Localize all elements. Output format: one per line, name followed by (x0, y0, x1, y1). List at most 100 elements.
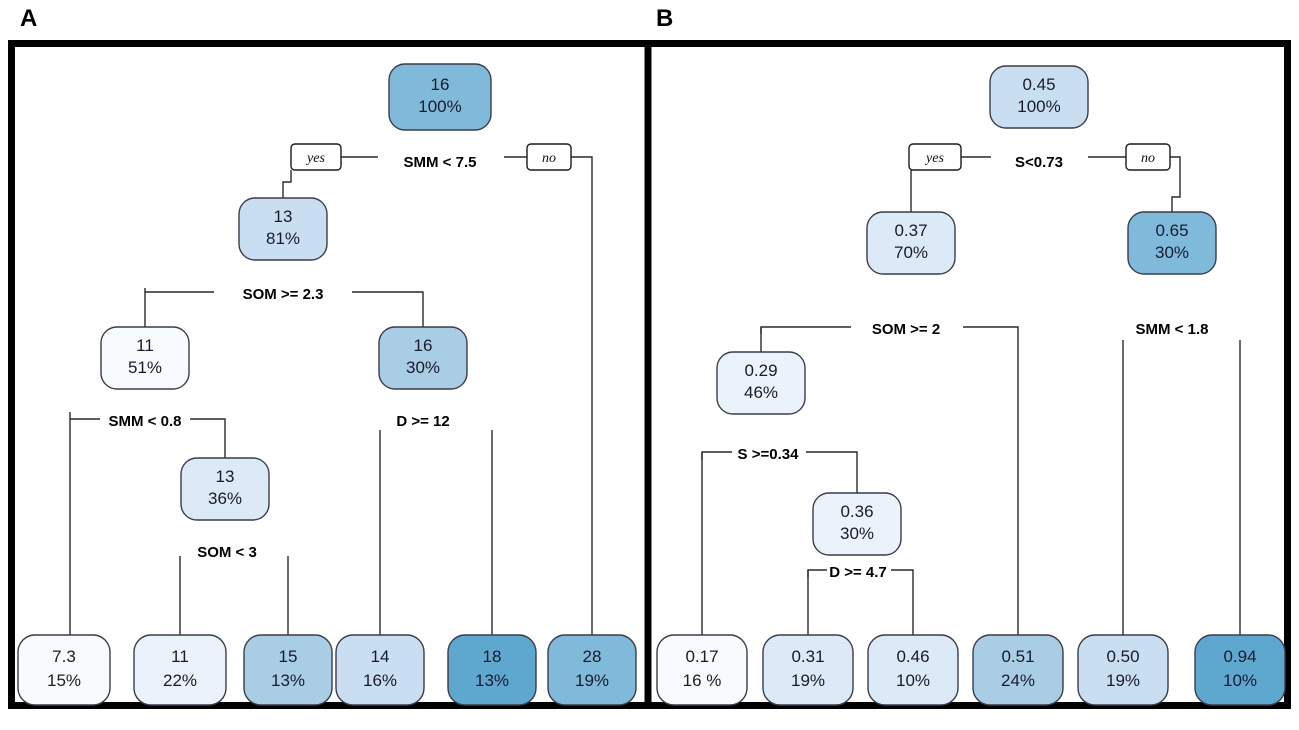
split-label-mask (993, 150, 1085, 170)
node-pct: 16 % (683, 671, 722, 690)
node-pct: 30% (406, 358, 440, 377)
node-shape[interactable] (1127, 211, 1217, 275)
node-pct: 30% (840, 524, 874, 543)
yn-text: no (542, 151, 556, 166)
node-a-root[interactable]: 16 100% (388, 63, 492, 131)
node-shape[interactable] (1077, 634, 1169, 706)
node-shape[interactable] (243, 634, 333, 706)
node-pct: 15% (47, 671, 81, 690)
node-a-n3[interactable]: 11 51% (100, 326, 190, 390)
leaf-a-4[interactable]: 14 16% (335, 634, 425, 706)
node-pct: 70% (894, 243, 928, 262)
yn-box (290, 143, 342, 171)
branch-label-b-yes: yes (908, 143, 962, 171)
node-shape[interactable] (812, 492, 902, 556)
node-pct: 13% (271, 671, 305, 690)
node-pct: 30% (1155, 243, 1189, 262)
leaf-b-4[interactable]: 0.51 24% (972, 634, 1064, 706)
node-pct: 19% (1106, 671, 1140, 690)
node-shape[interactable] (180, 457, 270, 521)
node-shape[interactable] (238, 197, 328, 261)
node-value: 13 (274, 207, 293, 226)
split-label-s073: S<0.73 (1015, 154, 1063, 171)
panel-b-edges (701, 156, 1241, 635)
node-value: 0.46 (896, 647, 929, 666)
node-shape[interactable] (100, 326, 190, 390)
node-value: 7.3 (52, 647, 76, 666)
node-pct: 100% (1017, 97, 1060, 116)
node-pct: 16% (363, 671, 397, 690)
node-shape[interactable] (17, 634, 111, 706)
leaf-a-3[interactable]: 15 13% (243, 634, 333, 706)
split-label-mask (1117, 318, 1227, 338)
node-shape[interactable] (866, 211, 956, 275)
node-value: 0.51 (1001, 647, 1034, 666)
leaf-a-6[interactable]: 28 19% (547, 634, 637, 706)
leaf-a-2[interactable]: 11 22% (133, 634, 227, 706)
node-value: 28 (583, 647, 602, 666)
node-pct: 81% (266, 229, 300, 248)
split-label-som3: SOM < 3 (197, 544, 257, 561)
node-shape[interactable] (388, 63, 492, 131)
node-a-n2[interactable]: 13 81% (238, 197, 328, 261)
leaf-b-6[interactable]: 0.94 10% (1194, 634, 1286, 706)
panel-b: 0.45 100% 0.37 70% 0.65 30% 0.29 46% 0.3… (656, 65, 1286, 706)
edge-no-l6 (571, 156, 593, 635)
split-label-smm18: SMM < 1.8 (1136, 321, 1209, 338)
yn-box (1125, 143, 1171, 171)
node-shape[interactable] (378, 326, 468, 390)
node-value: 11 (136, 336, 154, 355)
node-value: 0.50 (1106, 647, 1139, 666)
node-b-m4[interactable]: 0.29 46% (716, 351, 806, 415)
node-b-m2[interactable]: 0.37 70% (866, 211, 956, 275)
leaf-b-2[interactable]: 0.31 19% (762, 634, 854, 706)
node-value: 11 (171, 647, 189, 666)
leaf-b-1[interactable]: 0.17 16 % (656, 634, 748, 706)
node-b-m3[interactable]: 0.65 30% (1127, 211, 1217, 275)
node-value: 16 (431, 75, 450, 94)
leaf-b-3[interactable]: 0.46 10% (867, 634, 959, 706)
split-label-smm75: SMM < 7.5 (404, 154, 477, 171)
split-label-som2: SOM >= 2 (872, 321, 940, 338)
edge-m2-right-bar (963, 326, 1019, 635)
node-value: 0.45 (1022, 75, 1055, 94)
split-label-mask (851, 318, 963, 338)
node-b-root[interactable]: 0.45 100% (989, 65, 1089, 129)
node-shape[interactable] (133, 634, 227, 706)
node-a-n5[interactable]: 13 36% (180, 457, 270, 521)
node-shape[interactable] (867, 634, 959, 706)
node-pct: 24% (1001, 671, 1035, 690)
leaf-b-5[interactable]: 0.50 19% (1077, 634, 1169, 706)
node-pct: 22% (163, 671, 197, 690)
node-a-n4[interactable]: 16 30% (378, 326, 468, 390)
node-value: 15 (279, 647, 298, 666)
node-shape[interactable] (716, 351, 806, 415)
node-shape[interactable] (335, 634, 425, 706)
split-label-smm08: SMM < 0.8 (109, 413, 182, 430)
node-b-m5[interactable]: 0.36 30% (812, 492, 902, 556)
leaf-a-5[interactable]: 18 13% (447, 634, 537, 706)
node-value: 13 (216, 467, 235, 486)
node-shape[interactable] (989, 65, 1089, 129)
edge-m4-right-bar (806, 451, 858, 493)
panel-a: 16 100% 13 81% 11 51% 16 30% 13 36% 7.3 (17, 63, 637, 706)
node-value: 0.37 (894, 221, 927, 240)
split-label-s034: S >=0.34 (738, 446, 800, 463)
node-pct: 51% (128, 358, 162, 377)
panel-letter-b: B (656, 5, 673, 32)
split-label-mask (214, 283, 352, 303)
split-label-d12: D >= 12 (396, 413, 449, 430)
node-shape[interactable] (547, 634, 637, 706)
node-shape[interactable] (1194, 634, 1286, 706)
node-value: 0.17 (685, 647, 718, 666)
node-shape[interactable] (762, 634, 854, 706)
panel-letter-a: A (20, 5, 37, 32)
panel-a-split-labels: SMM < 7.5 SOM >= 2.3 SMM < 0.8 D >= 12 S… (100, 150, 504, 561)
leaf-a-1[interactable]: 7.3 15% (17, 634, 111, 706)
node-pct: 19% (575, 671, 609, 690)
node-shape[interactable] (972, 634, 1064, 706)
node-shape[interactable] (656, 634, 748, 706)
split-label-mask (732, 443, 806, 463)
node-shape[interactable] (447, 634, 537, 706)
node-value: 18 (483, 647, 502, 666)
